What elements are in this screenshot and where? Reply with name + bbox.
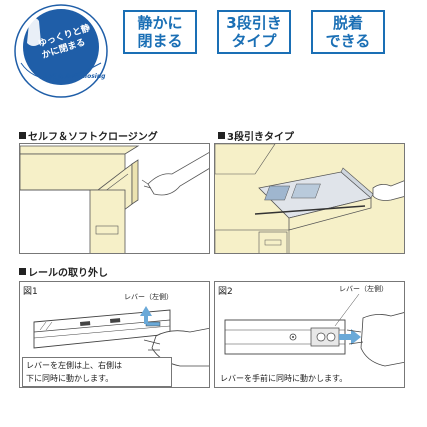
soft-close-illustration xyxy=(19,143,210,254)
section-title: レールの取り外し xyxy=(28,268,108,279)
figure-1-panel: 図1 レバー（左側） レバーを左側は上、右側は 下に同時に動かします。 xyxy=(19,281,210,388)
section-heading-soft-close: セルフ＆ソフトクロージング xyxy=(19,128,158,143)
figure-1-caption: レバーを左側は上、右側は 下に同時に動かします。 xyxy=(22,357,172,387)
bullet-square-icon xyxy=(19,132,26,139)
figure-1-label: 図1 xyxy=(23,287,38,297)
drawer-fully-open-drawing xyxy=(215,144,404,253)
soft-close-logo-graphic xyxy=(14,4,108,98)
figure-1-caption-line: 下に同時に動かします。 xyxy=(26,374,114,383)
section-heading-rail-removal: レールの取り外し xyxy=(19,264,108,279)
figure-1-caption-line: レバーを左側は上、右側は xyxy=(26,361,122,370)
badge-line: 脱着 xyxy=(332,14,363,32)
badge-line: 3段引き xyxy=(226,14,282,32)
logo-sub-text: Self & Soft closing xyxy=(43,73,106,80)
bullet-square-icon xyxy=(19,268,26,275)
badge-quiet-close: 静かに 閉まる xyxy=(123,10,197,54)
badge-line: できる xyxy=(325,32,371,50)
desk-drawer-closing-drawing xyxy=(20,145,209,253)
figure-2-panel: 図2 レバー（左側） レバーを手前に同時に動かします。 xyxy=(214,281,405,388)
figure-2-lever-label: レバー（左側） xyxy=(339,285,388,293)
figure-2-label: 図2 xyxy=(218,287,233,297)
badge-three-step: 3段引き タイプ xyxy=(217,10,291,54)
figure-2-caption: レバーを手前に同時に動かします。 xyxy=(220,374,348,383)
figure-1-rail-drawing xyxy=(33,306,209,367)
bullet-square-icon xyxy=(218,132,225,139)
figure-2-rail-drawing xyxy=(224,293,404,367)
badge-line: タイプ xyxy=(231,32,277,50)
section-title: 3段引きタイプ xyxy=(227,132,294,143)
section-heading-three-step: 3段引きタイプ xyxy=(218,128,294,143)
section-title: セルフ＆ソフトクロージング xyxy=(28,132,158,143)
soft-close-logo: ゆっくりと静かに閉まる Self & Soft closing xyxy=(13,3,109,99)
badge-line: 静かに xyxy=(137,14,183,32)
three-step-drawer-illustration xyxy=(214,143,405,254)
badge-line: 閉まる xyxy=(137,32,183,50)
figure-1-lever-label: レバー（左側） xyxy=(124,293,173,301)
badge-removable: 脱着 できる xyxy=(311,10,385,54)
